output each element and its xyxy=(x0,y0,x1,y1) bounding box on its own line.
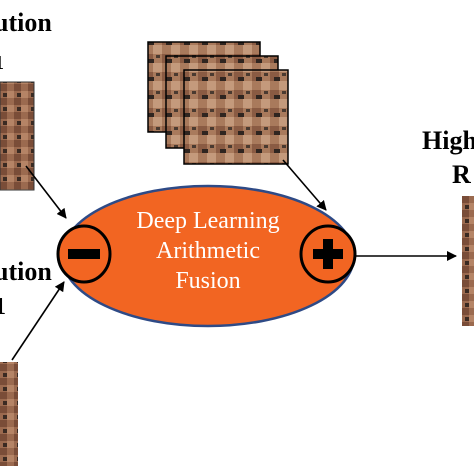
fusion-label: Deep Learning Arithmetic Fusion xyxy=(98,206,318,296)
arrow-bottom-input xyxy=(11,281,65,361)
fusion-label-line3: Fusion xyxy=(175,268,241,294)
input-image-top xyxy=(0,81,35,191)
arrow-patch-input xyxy=(282,159,327,211)
arrow-top-input xyxy=(25,165,67,219)
input-image-bottom xyxy=(0,362,18,466)
fusion-label-line1: Deep Learning xyxy=(136,208,280,234)
label-left-top-line2: 1 xyxy=(0,52,4,75)
label-right-line2: R xyxy=(452,160,471,189)
output-image xyxy=(462,196,474,326)
fusion-label-line2: Arithmetic xyxy=(156,238,260,264)
minus-icon xyxy=(56,224,112,284)
label-right-line1: High xyxy=(422,126,474,155)
label-left-mid-line1: ution xyxy=(0,257,52,286)
plus-icon xyxy=(299,224,357,284)
label-left-mid-line2: 1 xyxy=(0,294,6,320)
patch-stack xyxy=(147,41,289,165)
label-left-top-line1: ution xyxy=(0,8,52,37)
